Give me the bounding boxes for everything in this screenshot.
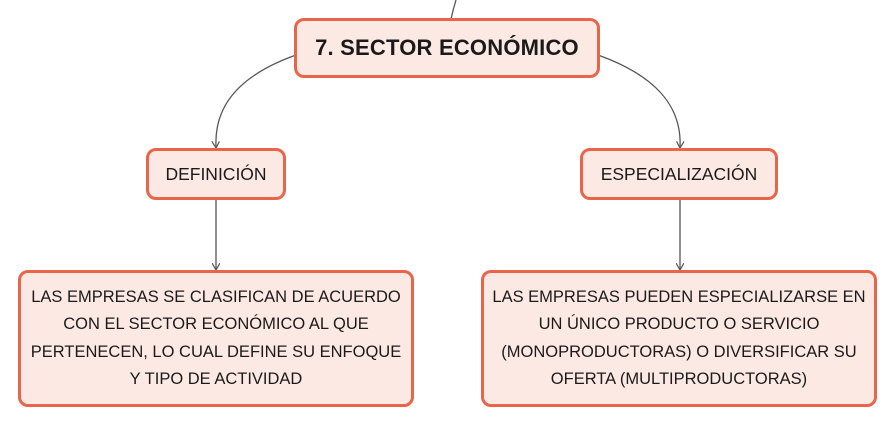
incoming-connector — [450, 0, 457, 20]
branch-node-especializacion[interactable]: ESPECIALIZACIÓN — [580, 148, 778, 200]
branch-node-especializacion-label: ESPECIALIZACIÓN — [600, 163, 758, 184]
branch-node-definicion[interactable]: DEFINICIÓN — [146, 148, 286, 200]
branch-node-definicion-label: DEFINICIÓN — [165, 163, 267, 184]
root-node[interactable]: 7. SECTOR ECONÓMICO — [294, 18, 600, 78]
detail-node-definicion-text: LAS EMPRESAS SE CLASIFICAN DE ACUERDO CO… — [30, 287, 402, 389]
connector-root-to-definicion — [216, 54, 297, 147]
root-node-title: 7. SECTOR ECONÓMICO — [315, 35, 579, 60]
connector-root-to-especializacion — [597, 54, 680, 147]
detail-node-especializacion[interactable]: LAS EMPRESAS PUEDEN ESPECIALIZARSE EN UN… — [481, 270, 877, 407]
detail-node-definicion[interactable]: LAS EMPRESAS SE CLASIFICAN DE ACUERDO CO… — [18, 270, 414, 407]
detail-node-especializacion-text: LAS EMPRESAS PUEDEN ESPECIALIZARSE EN UN… — [492, 287, 866, 389]
